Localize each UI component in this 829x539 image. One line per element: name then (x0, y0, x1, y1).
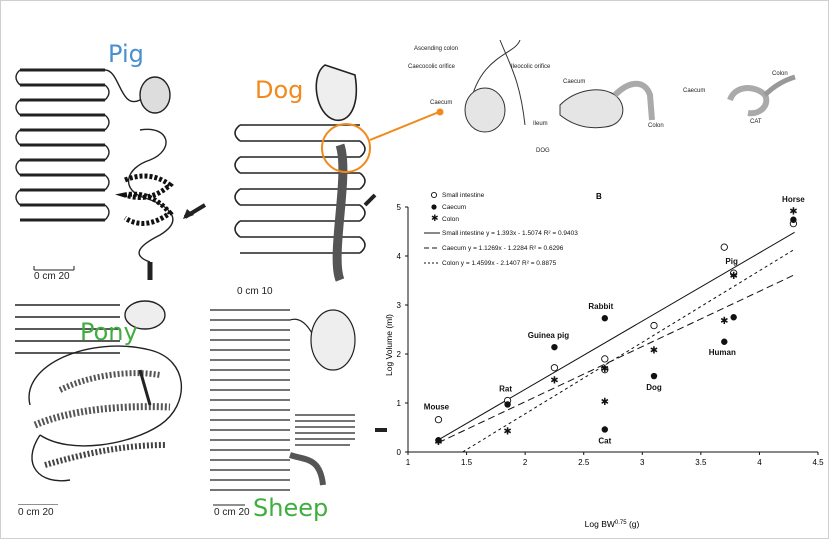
dog-gut-illustration (234, 64, 377, 282)
chart-x-axis-label: Log BW0.75 (g) (585, 519, 640, 529)
annotation-cat: Cat (598, 436, 611, 445)
x-tick-label: 3.5 (695, 458, 707, 467)
dog-title: Dog (255, 76, 304, 104)
point-caecum (551, 343, 558, 351)
x-tick-label: 4 (757, 458, 762, 467)
point-colon: ✱ (729, 271, 737, 282)
legend-fit-small-intestine: Small intestine y = 1.393x - 1.5074 R² =… (442, 230, 578, 237)
fit-line-colon (462, 248, 795, 453)
pony-gut-illustration (15, 300, 182, 505)
point-small-intestine (730, 269, 738, 277)
legend-fit-caecum: Caecum y = 1.1269x - 1.2284 R² = 0.6296 (442, 245, 564, 252)
point-caecum (601, 426, 608, 433)
y-tick-label: 0 (397, 448, 402, 457)
point-colon: ✱ (720, 316, 728, 327)
annotation-mouse: Mouse (424, 403, 450, 412)
pony-scale-label: 0 cm 20 (18, 507, 54, 518)
y-tick-label: 3 (397, 301, 402, 310)
sheep-gut-illustration (210, 309, 387, 506)
point-colon: ✱ (789, 206, 797, 217)
point-small-intestine (650, 321, 658, 330)
pig-title: Pig (108, 40, 144, 68)
point-colon: ✱ (503, 426, 511, 437)
legend-marker-caecum (431, 204, 437, 210)
y-tick-label: 1 (397, 399, 402, 408)
legend-label-colon: Colon (442, 216, 459, 223)
y-tick-label: 2 (397, 350, 402, 359)
detail-label-caecum-dog-right: Caecum (563, 79, 585, 85)
detail-label-colon-cat: Colon (772, 71, 788, 77)
point-small-intestine (434, 416, 443, 424)
y-tick-label: 5 (397, 203, 402, 212)
point-colon: ✱ (601, 364, 609, 375)
x-tick-label: 1.5 (461, 458, 473, 467)
legend-label-caecum: Caecum (442, 204, 466, 211)
annotation-rabbit: Rabbit (588, 302, 613, 311)
pig-gut-illustration (15, 68, 207, 280)
legend-marker-small-intestine (430, 191, 438, 199)
annotation-human: Human (709, 348, 736, 357)
point-caecum (650, 372, 658, 380)
x-tick-label: 1 (406, 458, 411, 467)
detail-label-caecum-dog-left: Caecum (430, 100, 452, 106)
legend-marker-colon: ✱ (431, 213, 439, 223)
point-caecum (790, 216, 797, 223)
point-small-intestine (601, 355, 609, 363)
x-tick-label: 4.5 (812, 458, 824, 467)
point-caecum (730, 314, 737, 321)
x-tick-label: 2.5 (578, 458, 590, 467)
caecum-detail-illustration: Ascending colon Caecocolic orifice Ileoc… (408, 39, 796, 154)
sheep-scale-label: 0 cm 20 (214, 507, 250, 518)
point-caecum (721, 338, 728, 345)
detail-label-colon-dog: Colon (648, 123, 664, 129)
chart-y-axis-label: Log Volume (ml) (384, 314, 394, 376)
detail-label-ileum: Ileum (533, 121, 548, 127)
legend-fit-colon: Colon y = 1.4599x - 2.1407 R² = 0.8875 (442, 260, 557, 267)
legend-label-small-intestine: Small intestine (442, 192, 485, 199)
annotation-dog: Dog (646, 383, 662, 392)
point-caecum (601, 315, 608, 322)
fit-line-caecum (438, 274, 795, 444)
point-small-intestine (550, 364, 559, 372)
x-tick-label: 2 (523, 458, 528, 467)
point-colon: ✱ (434, 437, 442, 448)
x-tick-label: 3 (640, 458, 645, 467)
annotation-horse: Horse (782, 195, 805, 204)
point-small-intestine (720, 243, 728, 251)
sheep-title: Sheep (253, 494, 329, 522)
point-colon: ✱ (650, 346, 658, 357)
point-small-intestine (601, 366, 609, 374)
annotation-guinea-pig: Guinea pig (528, 331, 569, 340)
point-caecum (435, 437, 442, 444)
point-caecum (504, 401, 511, 408)
pig-scale-label: 0 cm 20 (34, 271, 70, 282)
point-colon: ✱ (601, 397, 609, 408)
detail-label-caecum-cat: Caecum (683, 88, 705, 94)
chart-legend: Small intestine Caecum ✱ Colon Small int… (424, 191, 578, 267)
detail-label-caecocolic-orifice: Caecocolic orifice (408, 64, 456, 70)
detail-caption-dog: DOG (536, 148, 550, 154)
y-tick-label: 4 (397, 252, 402, 261)
chart-panel-label: B (596, 192, 602, 201)
dog-scale-label: 0 cm 10 (237, 286, 273, 297)
dog-caecum-callout (321, 108, 444, 173)
point-colon: ✱ (550, 375, 558, 386)
detail-label-ileocolic-orifice: Ileocolic orifice (511, 64, 551, 70)
annotation-pig: Pig (725, 257, 738, 266)
detail-caption-cat: CAT (750, 119, 762, 125)
pony-title: Pony (80, 318, 138, 346)
detail-label-ascending-colon: Ascending colon (414, 46, 458, 52)
fit-line-small-intestine (438, 231, 795, 441)
annotation-rat: Rat (499, 385, 512, 394)
